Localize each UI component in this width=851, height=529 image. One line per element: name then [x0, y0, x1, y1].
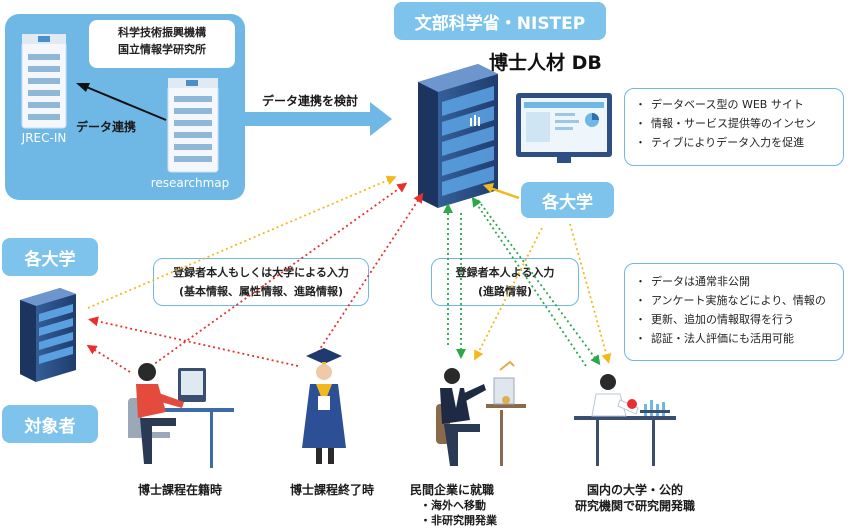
businessman-icon: [436, 360, 526, 466]
scientist-icon: [574, 374, 676, 466]
caption-completed: 博士課程終了時: [289, 483, 374, 497]
server-icon: [20, 288, 76, 382]
jrec-in-label: JREC-IN: [21, 131, 67, 145]
feature-incentive: 情報・サービス提供等のインセン: [635, 114, 835, 133]
consider-arrow: [245, 102, 392, 136]
link-arrow: [83, 85, 167, 121]
link-consider-label: データ連携を検討: [262, 94, 359, 108]
targets-tag: 対象者: [2, 405, 98, 443]
graduate-icon: [302, 348, 346, 464]
university-arrow: [489, 186, 520, 200]
db-features-box: データベース型の WEB サイト 情報・サービス提供等のインセン ティブによりデ…: [624, 88, 844, 166]
person-desk-icon: [128, 363, 234, 468]
data-link-label: データ連携: [76, 120, 137, 134]
input-center-line2: (進路情報): [477, 285, 533, 298]
policy-evaluation: 認証・法人評価にも活用可能: [635, 329, 835, 348]
feature-incentive-cont: ティブによりデータ入力を促進: [635, 133, 835, 152]
input-left-line1: 登録者本人もしくは大学による入力: [173, 266, 349, 279]
caption-enrolled: 博士課程在籍時: [137, 483, 222, 497]
server-icon: [167, 78, 219, 173]
data-policy-box: データは通常非公開 アンケート実施などにより、情報の 更新、追加の情報取得を行う…: [624, 263, 844, 361]
researchmap-label: researchmap: [150, 176, 230, 190]
server-icon: [21, 34, 67, 129]
org-jst: 科学技術振興機構: [118, 26, 206, 39]
policy-survey-cont: 更新、追加の情報取得を行う: [635, 310, 835, 329]
caption-research-2: 研究機関で研究開発職: [574, 499, 695, 513]
universities-tag-left: 各大学: [2, 238, 98, 276]
caption-company: 民間企業に就職: [410, 483, 495, 497]
company-sub-nonrd: ・非研究開発業: [420, 514, 497, 527]
db-title: 博士人材 DB: [489, 52, 602, 74]
input-left-line2: (基本情報、属性情報、進路情報): [178, 285, 344, 298]
institution-names-box: 科学技術振興機構 国立情報学研究所: [89, 20, 235, 68]
mext-tag: 文部科学省・NISTEP: [394, 2, 606, 40]
server-icon: [418, 64, 498, 208]
org-nii: 国立情報学研究所: [118, 43, 206, 56]
caption-research-1: 国内の大学・公的: [586, 483, 683, 497]
feature-web-site: データベース型の WEB サイト: [635, 95, 835, 114]
policy-private: データは通常非公開: [635, 272, 835, 291]
company-sub-overseas: ・海外へ移動: [420, 499, 486, 512]
input-box-left: 登録者本人もしくは大学による入力 (基本情報、属性情報、進路情報): [153, 258, 369, 306]
universities-tag-right: 各大学: [521, 182, 614, 218]
monitor-icon: [516, 93, 612, 163]
policy-survey: アンケート実施などにより、情報の: [635, 291, 835, 310]
